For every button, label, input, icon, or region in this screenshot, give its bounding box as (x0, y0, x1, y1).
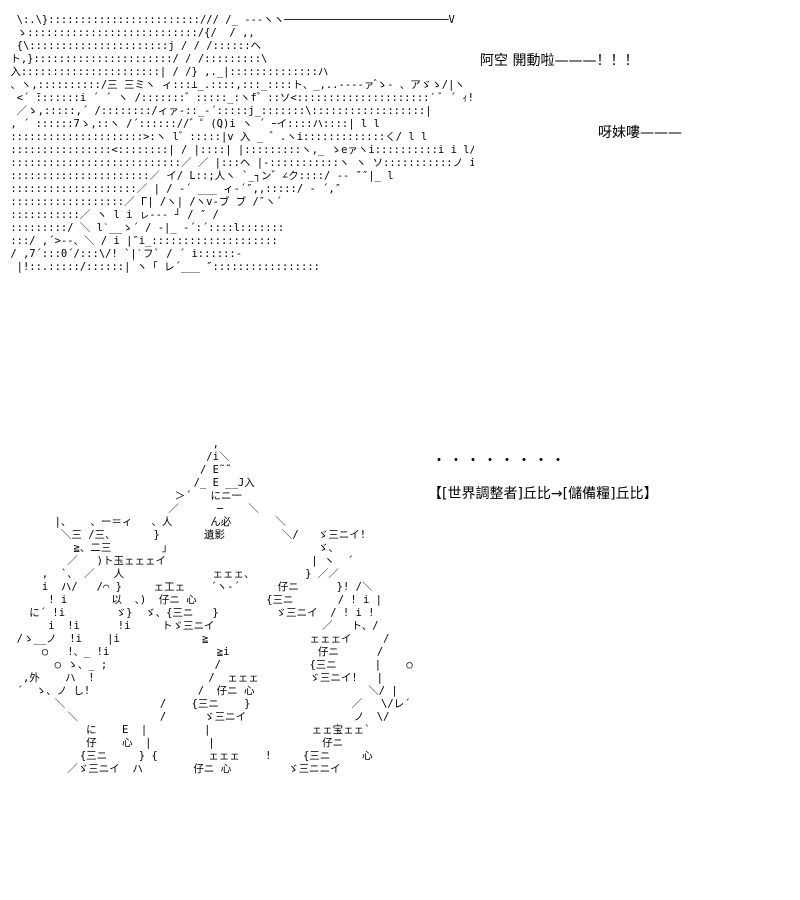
dialogue-line-2: 呀妹嘍——— (598, 125, 682, 141)
dialogue-line-1: 阿空 開動啦———！！！ (480, 53, 639, 69)
ascii-art-bottom: , /i＼ / E˜˜ /_ E __J入 ＞´ にニ一 ／ ─ ＼ | (16, 438, 413, 775)
ellipsis-text: ・・・・・・・・ (432, 453, 568, 469)
ascii-art-top: \:.\}::::::::::::::::::::::::/// /_ ---ヽ… (10, 14, 474, 273)
title-change-text: 【[世界調整者]丘比→[儲備糧]丘比】 (428, 486, 658, 502)
